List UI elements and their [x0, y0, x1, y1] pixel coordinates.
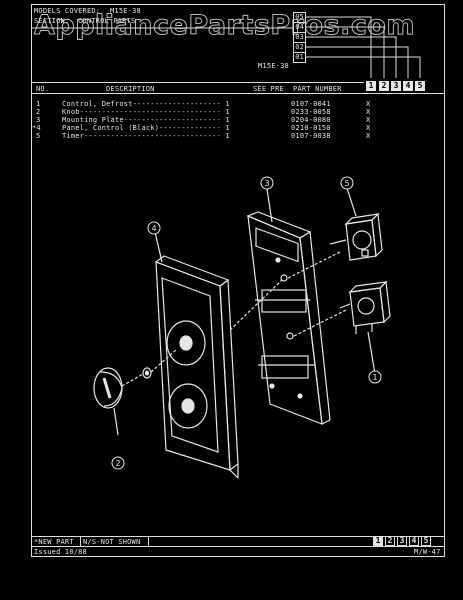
new-part-legend: *NEW PART [34, 538, 74, 546]
page-code: M/W-47 [414, 548, 441, 556]
table-header-rule [31, 82, 364, 83]
knob-drawing [93, 367, 152, 409]
year-code: 05 [295, 13, 304, 21]
svg-text:5: 5 [344, 179, 349, 188]
column-box: 3 [391, 81, 401, 91]
row-description: Knob-------------------------------- 1 [62, 108, 230, 116]
callout-1: 1 [368, 370, 382, 384]
footer-column-box: 5 [421, 536, 431, 546]
footer-column-box: 2 [385, 536, 395, 546]
row-part-number: 0233-0058 [291, 108, 331, 116]
row-description: Control, Defrost-------------------- 1 [62, 100, 230, 108]
column-header-no: NO. [36, 85, 50, 93]
callout-2: 2 [111, 456, 125, 470]
row-mark: X [366, 100, 371, 108]
svg-text:4: 4 [151, 224, 156, 233]
not-shown-legend: N/S-NOT SHOWN [83, 538, 141, 546]
column-box: 1 [366, 81, 376, 91]
watermark-text: AppliancePartsPros.com [33, 10, 416, 42]
column-header-see-pre: SEE PRE [253, 85, 284, 93]
footer-divider [80, 536, 81, 546]
row-number: 2 [36, 108, 41, 116]
callout-4: 4 [147, 221, 161, 235]
control-panel-drawing [154, 255, 239, 479]
year-code: 01 [295, 53, 304, 61]
models-label: MODELS COVERED: [34, 7, 101, 15]
column-header-part-number: PART NUMBER [293, 85, 342, 93]
table-header-rule [31, 93, 444, 94]
section-label: SECTION: [34, 17, 70, 25]
page-frame [31, 4, 445, 557]
column-box: 5 [415, 81, 425, 91]
row-part-number: 0204-0080 [291, 116, 331, 124]
issued-date: Issued 10/88 [34, 548, 87, 556]
row-part-number: 0107-0041 [291, 100, 331, 108]
year-code: 03 [295, 33, 304, 41]
row-number: 5 [36, 132, 41, 140]
mounting-plate-drawing [246, 211, 331, 425]
footer-column-box: 4 [409, 536, 419, 546]
svg-text:1: 1 [372, 373, 377, 382]
svg-text:2: 2 [115, 459, 120, 468]
row-number: 1 [36, 100, 41, 108]
column-box: 4 [403, 81, 413, 91]
footer-rule [31, 546, 444, 547]
column-header-description: DESCRIPTION [106, 85, 155, 93]
column-box: 2 [379, 81, 389, 91]
defrost-control-drawing [339, 280, 391, 334]
callout-5: 5 [340, 176, 354, 190]
row-part-number: 0107-0038 [291, 132, 331, 140]
row-mark: X [366, 132, 371, 140]
row-description: Panel, Control (Black)-------------- 1 [62, 124, 230, 132]
year-code: 04 [295, 23, 304, 31]
year-code-box: 01 [293, 52, 306, 63]
row-number: *4 [32, 124, 41, 132]
callout-3: 3 [260, 176, 274, 190]
year-code: 02 [295, 43, 304, 51]
model-value: M15E-38 [110, 7, 141, 15]
exploded-parts-diagram: 3 5 4 2 1 [93, 176, 391, 479]
row-mark: X [366, 124, 371, 132]
model-code: M15E-38 [258, 62, 289, 70]
svg-text:3: 3 [264, 179, 269, 188]
section-value: CONTROL PARTS [78, 17, 136, 25]
row-part-number: 0210-0150 [291, 124, 331, 132]
row-mark: X [366, 108, 371, 116]
footer-column-box: 1 [373, 536, 383, 546]
timer-drawing [329, 212, 383, 261]
row-number: 3 [36, 116, 41, 124]
footer-divider [148, 536, 149, 546]
footer-column-box: 3 [397, 536, 407, 546]
footer-rule [31, 536, 444, 537]
row-mark: X [366, 116, 371, 124]
year-connector-lines [31, 16, 421, 78]
row-description: Mounting Plate---------------------- 1 [62, 116, 230, 124]
row-description: Timer------------------------------- 1 [62, 132, 230, 140]
